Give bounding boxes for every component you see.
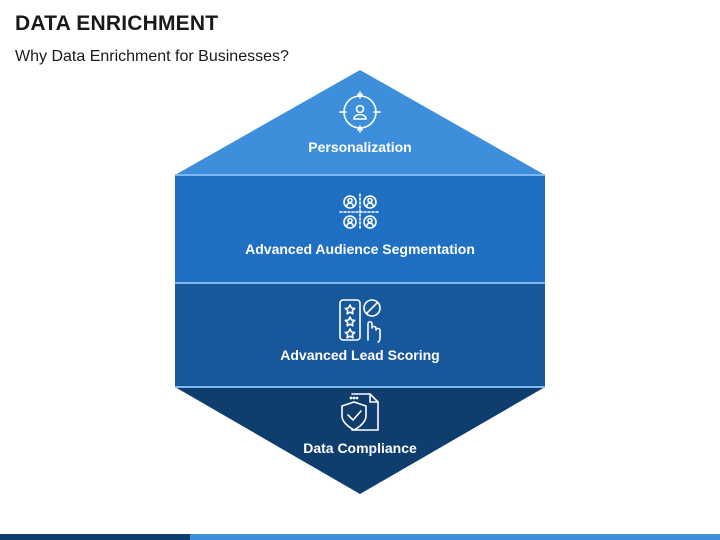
audience-grid-icon xyxy=(339,193,381,231)
section-label-lead-scoring: Advanced Lead Scoring xyxy=(280,347,439,363)
section-data-compliance xyxy=(175,387,545,494)
star-rating-hand-icon xyxy=(339,299,381,343)
footer-bar-segment xyxy=(190,534,720,540)
shield-document-icon xyxy=(341,393,379,431)
section-label-data-compliance: Data Compliance xyxy=(303,440,417,456)
footer-bar-segment xyxy=(0,534,190,540)
page-subtitle: Why Data Enrichment for Businesses? xyxy=(15,48,289,65)
section-personalization xyxy=(175,70,545,175)
section-audience-segmentation xyxy=(175,175,545,283)
footer-color-bar xyxy=(0,534,720,540)
person-target-icon xyxy=(339,91,381,133)
section-label-personalization: Personalization xyxy=(308,139,411,155)
section-label-audience-segmentation: Advanced Audience Segmentation xyxy=(245,241,475,257)
page-title: DATA ENRICHMENT xyxy=(15,12,219,35)
